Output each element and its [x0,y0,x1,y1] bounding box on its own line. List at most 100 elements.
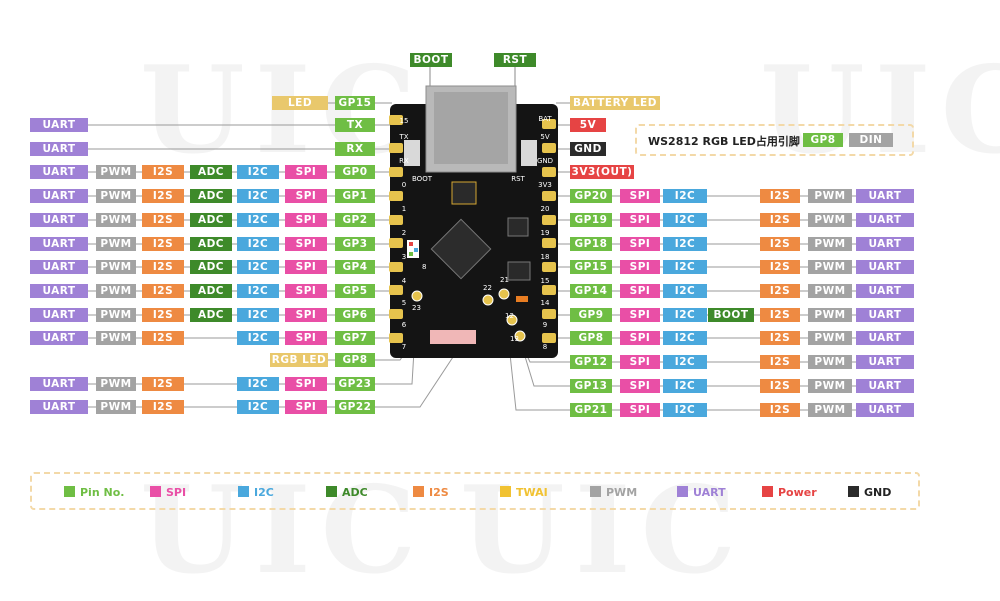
led-orange [516,296,528,302]
left-i2c-label: I2C [237,308,279,322]
silk-pad-number: 13 [510,335,519,343]
silk-left-label: 5 [402,299,406,307]
left-i2s-label: I2S [142,260,184,274]
right-uart-label: UART [856,237,914,251]
right-i2c-label: I2C [663,213,707,227]
silk-pad-number: 12 [505,312,514,320]
silk-right-label: 19 [541,229,550,237]
right-uart-label: UART [856,284,914,298]
pin-label-left: GP3 [335,237,375,251]
right-i2c-label: I2C [663,237,707,251]
pin-label-right: GP18 [570,237,612,251]
legend-i2s-text: I2S [429,486,449,499]
pin-label-right: 3V3(OUT) [570,165,634,179]
left-uart-label: UART [30,118,88,132]
right-uart-label: UART [856,308,914,322]
right-pwm-label: PWM [808,260,852,274]
silk-right-label: 14 [541,299,550,307]
left-i2c-label: I2C [237,400,279,414]
ws2812-note-text: WS2812 RGB LED占用引脚 [648,135,800,148]
pin-label-left: TX [335,118,375,132]
edge-pad [542,143,556,153]
edge-pad [542,309,556,319]
left-uart-label: UART [30,331,88,345]
left-i2s-label: I2S [142,400,184,414]
legend-i2c-swatch [238,486,249,497]
legend-twai-text: TWAI [516,486,548,499]
silk-right-label: 8 [543,343,547,351]
left-i2c-label: I2C [237,331,279,345]
left-i2c-label: I2C [237,189,279,203]
pin-label-left: GP23 [335,377,375,391]
silk-left-label: 7 [402,343,406,351]
boot-top-label: BOOT [410,53,452,67]
ws2812-pin-label: GP8 [803,133,843,147]
pin-label-left: GP6 [335,308,375,322]
left-i2c-label: I2C [237,284,279,298]
legend-pwm-swatch [590,486,601,497]
right-i2c-label: I2C [663,355,707,369]
mcu-chip [430,218,492,280]
right-pwm-label: PWM [808,379,852,393]
silk-right-label: BAT [538,115,552,123]
silk-pad-number: 23 [412,304,421,312]
right-pwm-label: PWM [808,355,852,369]
silk-right-label: 5V [540,133,549,141]
left-adc-label: ADC [190,237,232,251]
left-adc-label: ADC [190,213,232,227]
left-i2s-label: I2S [142,213,184,227]
left-pwm-label: PWM [96,331,136,345]
pin-label-right: GP12 [570,355,612,369]
left-pwm-label: PWM [96,213,136,227]
legend-gnd-swatch [848,486,859,497]
left-i2c-label: I2C [237,377,279,391]
right-uart-label: UART [856,213,914,227]
pad-21 [498,288,510,300]
left-pwm-label: PWM [96,260,136,274]
right-spi-label: SPI [620,213,660,227]
right-uart-label: UART [856,379,914,393]
right-uart-label: UART [856,260,914,274]
silk-pad-number: 22 [483,284,492,292]
ws2812-din-label: DIN [849,133,893,147]
left-uart-label: UART [30,142,88,156]
edge-pad [542,215,556,225]
rst-button [521,140,537,166]
edge-pad [542,191,556,201]
silk-left-label: 2 [402,229,406,237]
pin-label-left: GP1 [335,189,375,203]
pin-label-right: GP20 [570,189,612,203]
rgb-led-green [409,252,413,256]
edge-pad [389,309,403,319]
left-pwm-label: PWM [96,189,136,203]
pad-22 [482,294,494,306]
pin-label-right: GP9 [570,308,612,322]
right-pwm-label: PWM [808,331,852,345]
pad-13 [514,330,526,342]
component [507,217,529,237]
silk-right-label: GND [537,157,553,165]
right-pwm-label: PWM [808,189,852,203]
legend-spi-swatch [150,486,161,497]
right-pwm-label: PWM [808,284,852,298]
right-spi-label: SPI [620,260,660,274]
pin-label-right: GND [570,142,606,156]
silk-right-label: 20 [541,205,550,213]
silk-left-label: TX [398,133,408,141]
legend-adc-text: ADC [342,486,368,499]
pin-label-right: GP14 [570,284,612,298]
left-uart-label: UART [30,400,88,414]
left-spi-label: SPI [285,331,327,345]
legend-i2c-text: I2C [254,486,274,499]
left-i2c-label: I2C [237,165,279,179]
silk-right-label: 15 [541,277,550,285]
right-uart-label: UART [856,403,914,417]
right-spi-label: SPI [620,403,660,417]
left-uart-label: UART [30,213,88,227]
pad-23 [411,290,423,302]
right-spi-label: SPI [620,379,660,393]
legend-power-text: Power [778,486,817,499]
left-note-label: LED [272,96,328,110]
right-spi-label: SPI [620,331,660,345]
